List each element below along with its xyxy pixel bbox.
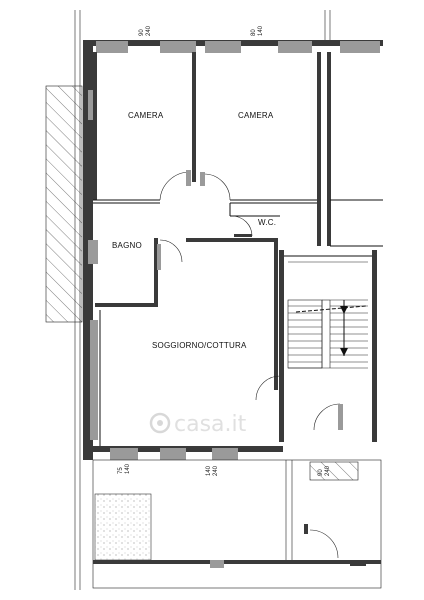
dim-top-left-b: 240 [146, 25, 152, 36]
watermark: casa.it [149, 412, 247, 437]
watermark-text: casa.it [174, 412, 247, 437]
label-bagno: BAGNO [112, 241, 142, 250]
dim-bottom-middle-a: 140 [206, 465, 212, 476]
patio-dotted [94, 493, 152, 561]
dim-bottom-left-a: 75 [118, 467, 124, 474]
dim-top-right-a: 80 [251, 29, 257, 36]
label-wc: W.C. [258, 218, 276, 227]
label-camera-left: CAMERA [128, 111, 164, 120]
dim-top-right-b: 140 [258, 25, 264, 36]
stair-grille [309, 461, 359, 481]
label-camera-right: CAMERA [238, 111, 274, 120]
dim-top-left-a: 90 [139, 29, 145, 36]
dim-bottom-middle-b: 240 [213, 465, 219, 476]
dim-bottom-right-a: 90 [318, 469, 324, 476]
hatched-exterior [45, 85, 83, 323]
label-soggiorno: SOGGIORNO/COTTURA [152, 341, 247, 350]
dim-bottom-left-b: 140 [125, 463, 131, 474]
dim-bottom-right-b: 240 [325, 465, 331, 476]
